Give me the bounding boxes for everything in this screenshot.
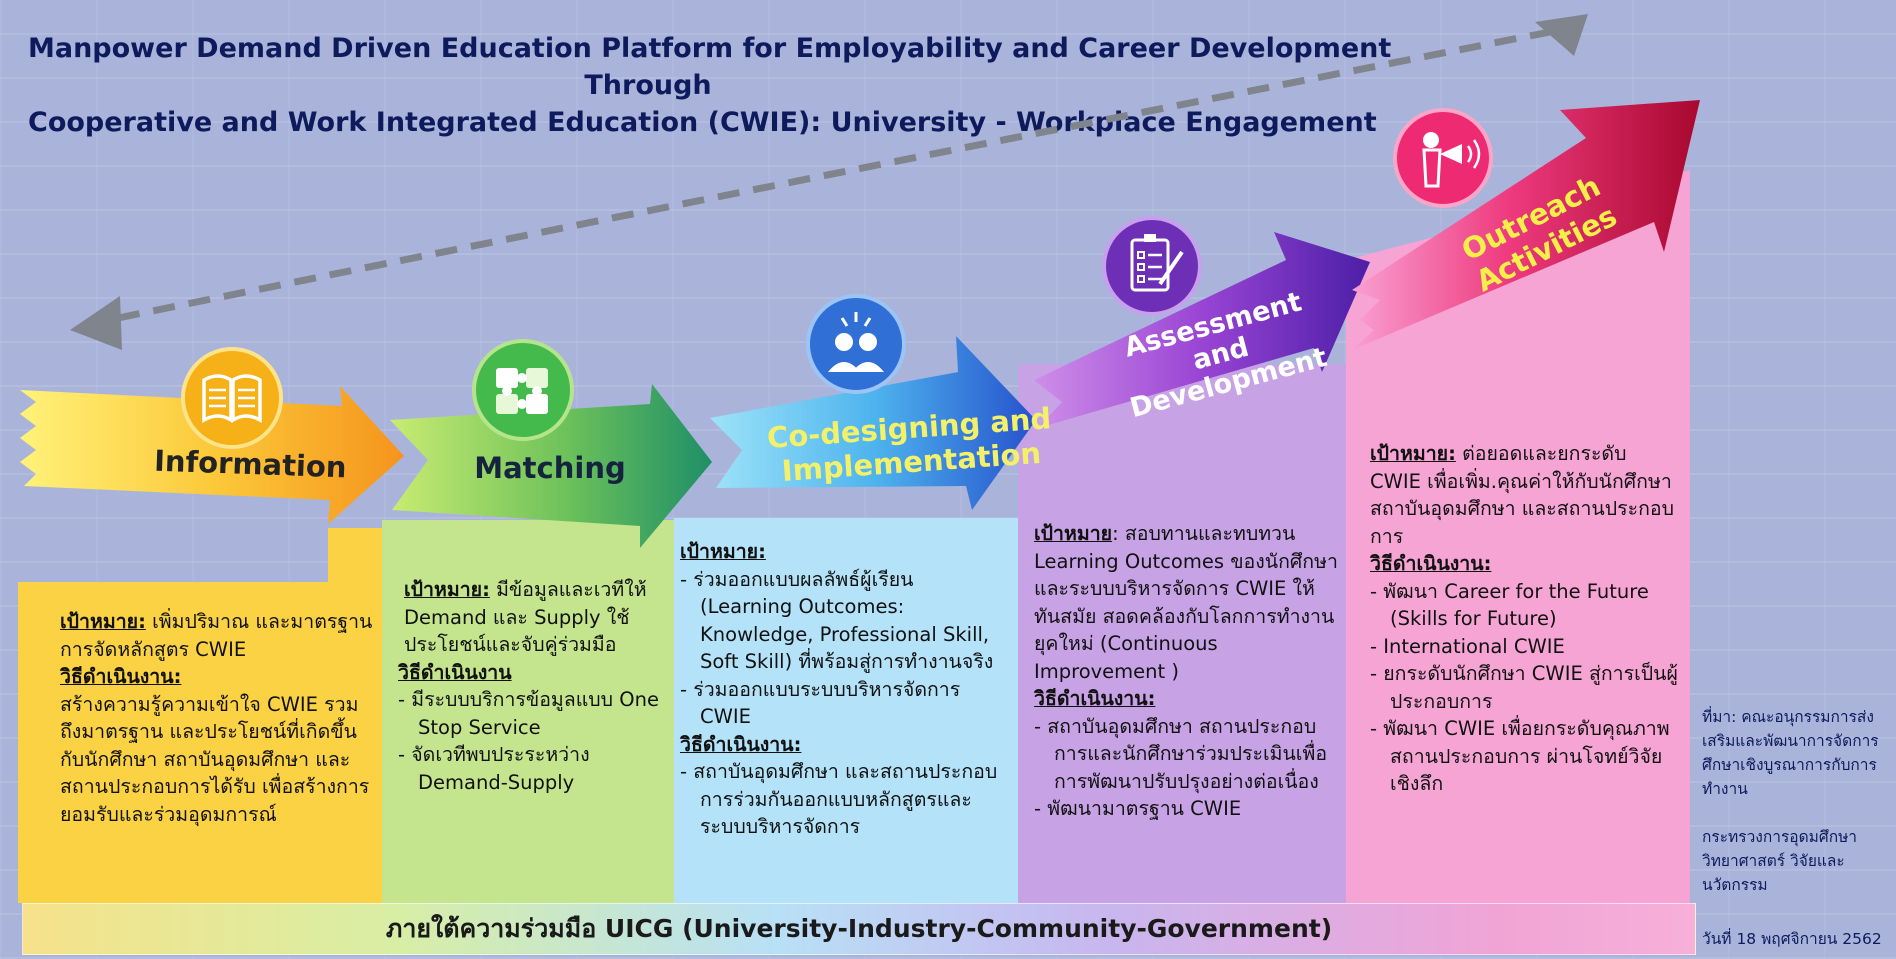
codesign-method-item: สถาบันอุดมศึกษา และสถานประกอบการร่วมกันอ… xyxy=(680,758,1010,841)
assessment-goal-head: เป้าหมาย xyxy=(1034,522,1113,545)
uicg-banner: ภายใต้ความร่วมมือ UICG (University-Indus… xyxy=(22,903,1696,955)
assessment-method-item: พัฒนามาตรฐาน CWIE xyxy=(1034,795,1338,823)
outreach-method-head: วิธีดำเนินงาน: xyxy=(1370,552,1492,575)
arrow-information xyxy=(20,386,404,524)
book-icon xyxy=(181,347,283,449)
outreach-goal-text: ต่อยอดและยกระดับ CWIE เพื่อเพิ่ม.คุณค่าใ… xyxy=(1370,442,1674,548)
puzzle-icon xyxy=(472,339,574,441)
people-idea-icon xyxy=(806,294,906,394)
checklist-icon xyxy=(1102,216,1202,316)
source-note: ที่มา: คณะอนุกรรมการส่งเสริมและพัฒนาการจ… xyxy=(1702,705,1892,921)
megaphone-icon xyxy=(1393,108,1493,208)
diagram-title: Manpower Demand Driven Education Platfor… xyxy=(28,30,1392,141)
panel-outreach: เป้าหมาย: ต่อยอดและยกระดับ CWIE เพื่อเพิ… xyxy=(1362,440,1690,798)
source-line-1: ที่มา: คณะอนุกรรมการส่งเสริมและพัฒนาการจ… xyxy=(1702,708,1879,798)
matching-method-head: วิธีดำเนินงาน xyxy=(398,660,512,684)
matching-goal-text: มีข้อมูลและเวทีให้ Demand และ Supply ใช้… xyxy=(404,578,647,656)
info-goal-text: เพิ่มปริมาณ และมาตรฐานการจัดหลักสูตร CWI… xyxy=(60,610,373,661)
panel-matching: เป้าหมาย: มีข้อมูลและเวทีให้ Demand และ … xyxy=(390,576,674,796)
outreach-method-item: พัฒนา CWIE เพื่อยกระดับคุณภาพสถานประกอบก… xyxy=(1370,715,1682,798)
panel-bg-information xyxy=(18,528,382,903)
codesign-goal-head: เป้าหมาย: xyxy=(680,540,766,563)
arrow-assessment xyxy=(1034,232,1370,428)
codesign-goal-item: ร่วมออกแบบผลลัพธ์ผู้เรียน (Learning Outc… xyxy=(680,566,1010,676)
matching-method-item: จัดเวทีพบประระหว่าง Demand-Supply xyxy=(398,741,666,796)
info-method-head: วิธีดำเนินงาน: xyxy=(60,665,182,688)
panel-information: เป้าหมาย: เพิ่มปริมาณ และมาตรฐานการจัดหล… xyxy=(52,608,382,828)
source-line-2: กระทรวงการอุดมศึกษา วิทยาศาสตร์ วิจัยและ… xyxy=(1702,828,1857,894)
dashed-arrow-right-head xyxy=(1535,14,1588,56)
panel-assessment: เป้าหมาย: สอบทานและทบทวน Learning Outcom… xyxy=(1026,520,1346,823)
assessment-method-head: วิธีดำเนินงาน: xyxy=(1034,687,1156,710)
panel-codesign: เป้าหมาย: ร่วมออกแบบผลลัพธ์ผู้เรียน (Lea… xyxy=(672,538,1018,841)
dashed-arrow-left-head xyxy=(70,296,122,350)
info-goal-head: เป้าหมาย: xyxy=(60,610,146,633)
matching-goal-head: เป้าหมาย: xyxy=(404,578,490,601)
outreach-method-item: ยกระดับนักศึกษา CWIE สู่การเป็นผู้ประกอบ… xyxy=(1370,660,1682,715)
arrow-matching xyxy=(390,384,712,548)
stage-label-information: Information xyxy=(154,444,348,485)
arrow-codesign xyxy=(710,336,1036,510)
title-line-2: Through xyxy=(584,70,712,101)
matching-method-item: มีระบบบริการข้อมูลแบบ One Stop Service xyxy=(398,686,666,741)
outreach-method-item: พัฒนา Career for the Future (Skills for … xyxy=(1370,578,1682,633)
arrow-outreach xyxy=(1352,100,1700,350)
outreach-method-item: International CWIE xyxy=(1370,633,1682,661)
outreach-goal-head: เป้าหมาย: xyxy=(1370,442,1456,465)
codesign-method-head: วิธีดำเนินงาน: xyxy=(680,732,802,756)
codesign-goal-item: ร่วมออกแบบระบบบริหารจัดการ CWIE xyxy=(680,676,1010,731)
title-line-1: Manpower Demand Driven Education Platfor… xyxy=(28,33,1392,64)
dashed-growth-arrow xyxy=(117,26,1561,322)
info-method-text: สร้างความรู้ความเข้าใจ CWIE รวมถึงมาตรฐา… xyxy=(60,692,370,826)
assessment-method-item: สถาบันอุดมศึกษา สถานประกอบการและนักศึกษา… xyxy=(1034,713,1338,796)
stage-label-matching: Matching xyxy=(474,451,625,485)
source-date: วันที่ 18 พฤศจิกายน 2562 xyxy=(1702,930,1882,948)
assessment-goal-text: : สอบทานและทบทวน Learning Outcomes ของนั… xyxy=(1034,522,1338,683)
